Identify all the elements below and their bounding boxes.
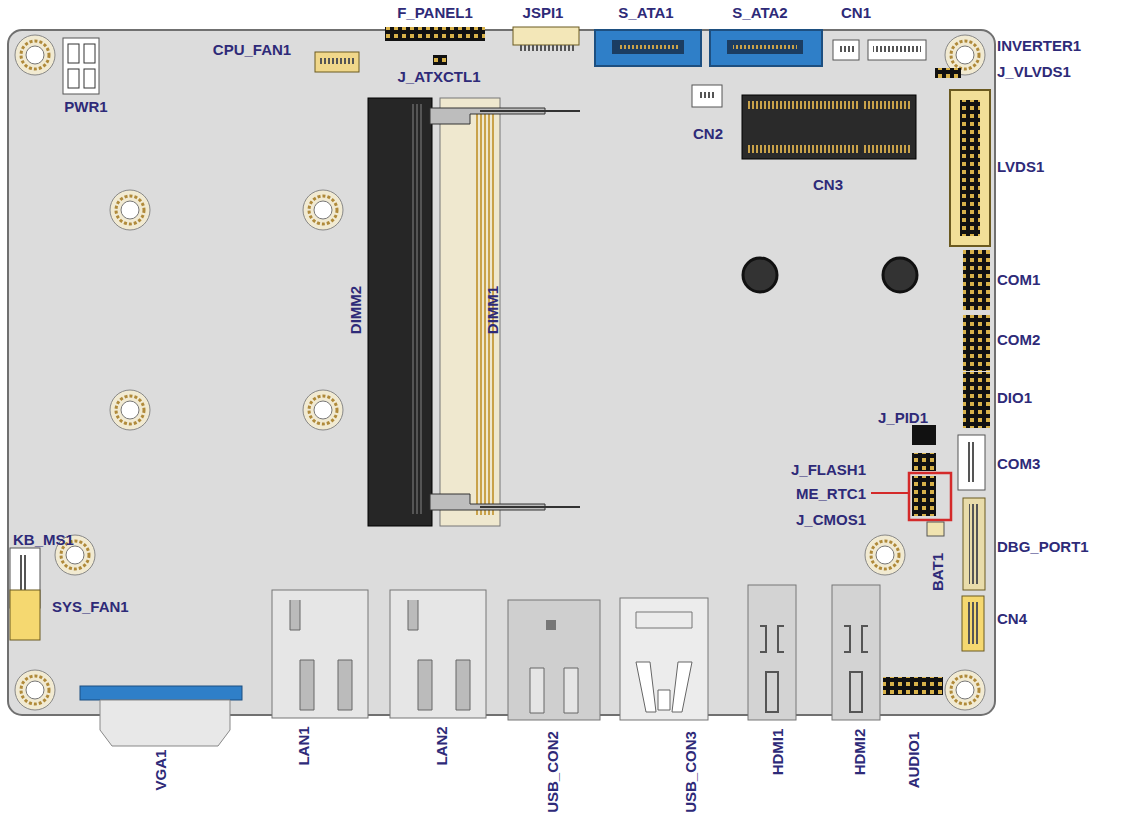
part-label: COM1 [997,272,1040,287]
part-label: SYS_FAN1 [52,599,129,614]
part-label: CPU_FAN1 [213,42,291,57]
part-label: S_ATA1 [618,5,673,20]
part-label: COM3 [997,456,1040,471]
part-label: DBG_PORT1 [997,539,1089,554]
part-label: AUDIO1 [906,732,921,789]
part-label: J_CMOS1 [796,512,866,527]
part-label: F_PANEL1 [397,5,473,20]
part-label: KB_MS1 [13,532,74,547]
part-label: LVDS1 [997,159,1044,174]
part-label: DIMM2 [348,286,363,334]
part-label: DIO1 [997,390,1032,405]
part-label: CN4 [997,611,1027,626]
part-label: USB_CON2 [545,731,560,813]
part-label: HDMI2 [852,729,867,776]
part-label: LAN2 [434,726,449,765]
part-label: BAT1 [930,553,945,591]
part-label: DIMM1 [485,286,500,334]
part-label: J_VLVDS1 [997,64,1071,79]
part-label: ME_RTC1 [796,486,866,501]
part-label: COM2 [997,332,1040,347]
part-label: J_ATXCTL1 [397,69,480,84]
part-label: HDMI1 [770,729,785,776]
part-label: J_PID1 [878,410,928,425]
part-label: LAN1 [296,726,311,765]
part-label: CN1 [841,5,871,20]
part-label: J_FLASH1 [791,462,866,477]
part-label: INVERTER1 [997,38,1081,53]
part-label: USB_CON3 [683,731,698,813]
part-label: CN3 [813,177,843,192]
part-label: S_ATA2 [732,5,787,20]
part-label: JSPI1 [523,5,564,20]
part-label: VGA1 [153,750,168,791]
part-label: PWR1 [64,99,107,114]
part-label: CN2 [693,126,723,141]
